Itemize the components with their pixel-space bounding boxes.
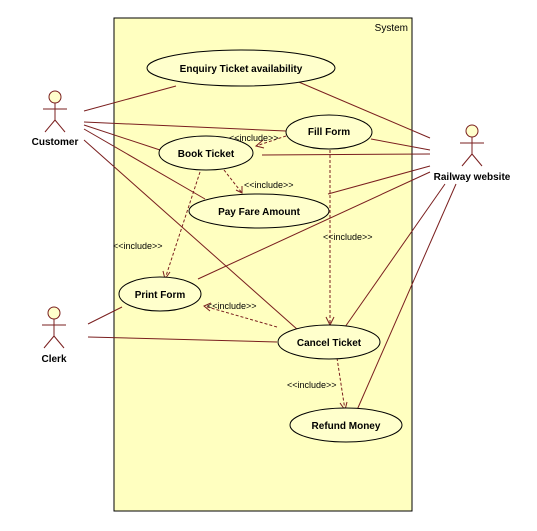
associations (83, 76, 457, 411)
use-case-pay-fare-label: Pay Fare Amount (218, 207, 301, 218)
include-label-fillform: <<include>> (229, 133, 279, 143)
use-case-book-ticket-label: Book Ticket (178, 149, 235, 160)
actor-customer-label: Customer (32, 137, 79, 148)
include-dependencies (162, 135, 348, 412)
assoc-clerk-cancel (87, 336, 278, 343)
actor-railway-website[interactable]: Railway website (434, 124, 511, 183)
include-arrowhead (235, 186, 243, 194)
assoc-customer-enquiry (83, 85, 177, 112)
use-case-pay-fare[interactable]: Pay Fare Amount (188, 193, 330, 229)
assoc-railway-printform (197, 171, 431, 280)
use-case-enquiry[interactable]: Enquiry Ticket availability (146, 49, 336, 87)
include-label-payfare: <<include>> (244, 180, 294, 190)
include-label-cancel-printform: <<include>> (207, 301, 257, 311)
assoc-railway-bookticket (261, 153, 431, 156)
actor-clerk-label: Clerk (41, 354, 66, 365)
include-arrowhead (203, 302, 212, 312)
actor-customer[interactable]: Customer (32, 90, 79, 148)
actor-clerk[interactable]: Clerk (41, 306, 67, 365)
include-cancel-printform (203, 305, 278, 328)
include-book-printform (164, 171, 201, 280)
assoc-customer-bookticket (83, 124, 161, 151)
include-label-printform: <<include>> (113, 241, 163, 251)
include-label-refund: <<include>> (287, 380, 337, 390)
use-case-cancel-ticket-label: Cancel Ticket (297, 338, 362, 349)
assoc-railway-refund (356, 183, 457, 411)
assoc-railway-cancel (344, 183, 446, 328)
use-case-refund-money[interactable]: Refund Money (289, 407, 403, 443)
use-case-print-form[interactable]: Print Form (118, 276, 202, 312)
assoc-customer-payfare (83, 128, 206, 200)
actor-railway-website-label: Railway website (434, 172, 511, 183)
use-case-print-form-label: Print Form (135, 290, 186, 301)
include-label-cancel-fillform: <<include>> (323, 232, 373, 242)
assoc-clerk-printform (87, 306, 123, 325)
assoc-customer-cancel (83, 139, 299, 331)
assoc-railway-fillform (370, 138, 431, 151)
use-case-fill-form[interactable]: Fill Form (285, 114, 373, 150)
use-case-book-ticket[interactable]: Book Ticket (158, 135, 254, 171)
use-case-enquiry-label: Enquiry Ticket availability (180, 64, 303, 75)
use-case-cancel-ticket[interactable]: Cancel Ticket (277, 324, 381, 360)
include-book-fillform (255, 135, 287, 147)
assoc-railway-enquiry (286, 76, 431, 139)
use-case-fill-form-label: Fill Form (308, 127, 350, 138)
assoc-customer-fillform (83, 121, 287, 132)
include-cancel-refund (336, 357, 346, 411)
assoc-railway-payfare (327, 165, 431, 195)
use-case-refund-money-label: Refund Money (312, 421, 381, 432)
system-label: System (375, 23, 408, 34)
include-arrowhead (254, 139, 265, 149)
